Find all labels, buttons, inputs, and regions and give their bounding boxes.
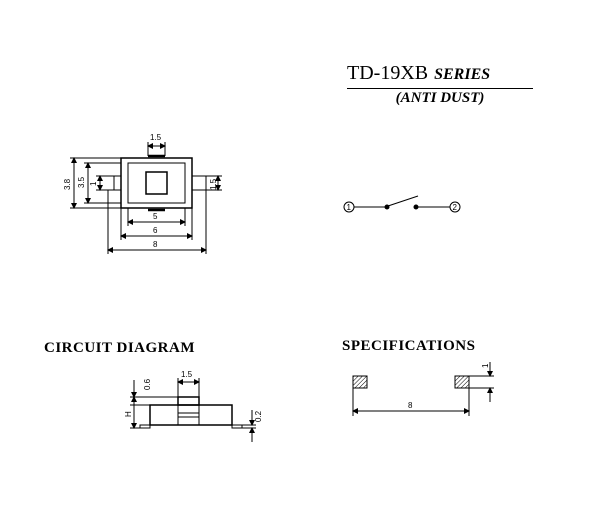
side-dim-terminal-thickness: 0.2 [254, 410, 263, 422]
specifications-heading: SPECIFICATIONS [342, 338, 476, 354]
right-terminal [191, 175, 207, 191]
dim-actuator-width: 1.5 [150, 133, 162, 142]
dim-body-length: 6 [153, 226, 158, 235]
dim-total-height: 3.8 [63, 178, 72, 190]
footprint-dim-span: 8 [408, 401, 413, 410]
dim-total-length: 8 [153, 240, 158, 249]
model-name: TD-19XB [347, 62, 429, 84]
dim-terminal-height: 1.5 [209, 178, 218, 190]
product-title: TD-19XB SERIES [347, 60, 533, 89]
dim-inner-length: 5 [153, 212, 158, 221]
dim-actuator-height: 1 [89, 181, 98, 186]
side-view-drawing [130, 378, 256, 442]
side-left-terminal [139, 424, 151, 429]
side-dim-actuator-width: 1.5 [181, 370, 193, 379]
actuator-outline [145, 171, 168, 195]
right-pad [454, 375, 470, 389]
left-pad [352, 375, 368, 389]
side-actuator [177, 396, 200, 406]
series-label: SERIES [434, 66, 491, 83]
side-dim-actuator-height: 0.6 [143, 378, 152, 390]
circuit-diagram-heading: CIRCUIT DIAGRAM [44, 340, 195, 356]
switch-schematic [343, 195, 461, 213]
terminal-1-label: 1 [347, 203, 352, 212]
side-right-terminal [231, 424, 243, 429]
footprint-dim-pad: 1 [481, 363, 490, 368]
dim-body-height: 3.5 [77, 176, 86, 188]
terminal-2-circle [449, 201, 461, 213]
switch-body-inner [127, 162, 186, 204]
top-view-drawing [70, 142, 222, 254]
product-subtitle: (ANTI DUST) [395, 90, 485, 106]
pcb-footprint [352, 362, 494, 416]
side-body-outline [149, 404, 233, 426]
terminal-2-label: 2 [453, 203, 458, 212]
switch-body-outline [120, 157, 193, 209]
left-terminal [113, 175, 122, 191]
side-dim-h: H [124, 411, 133, 417]
